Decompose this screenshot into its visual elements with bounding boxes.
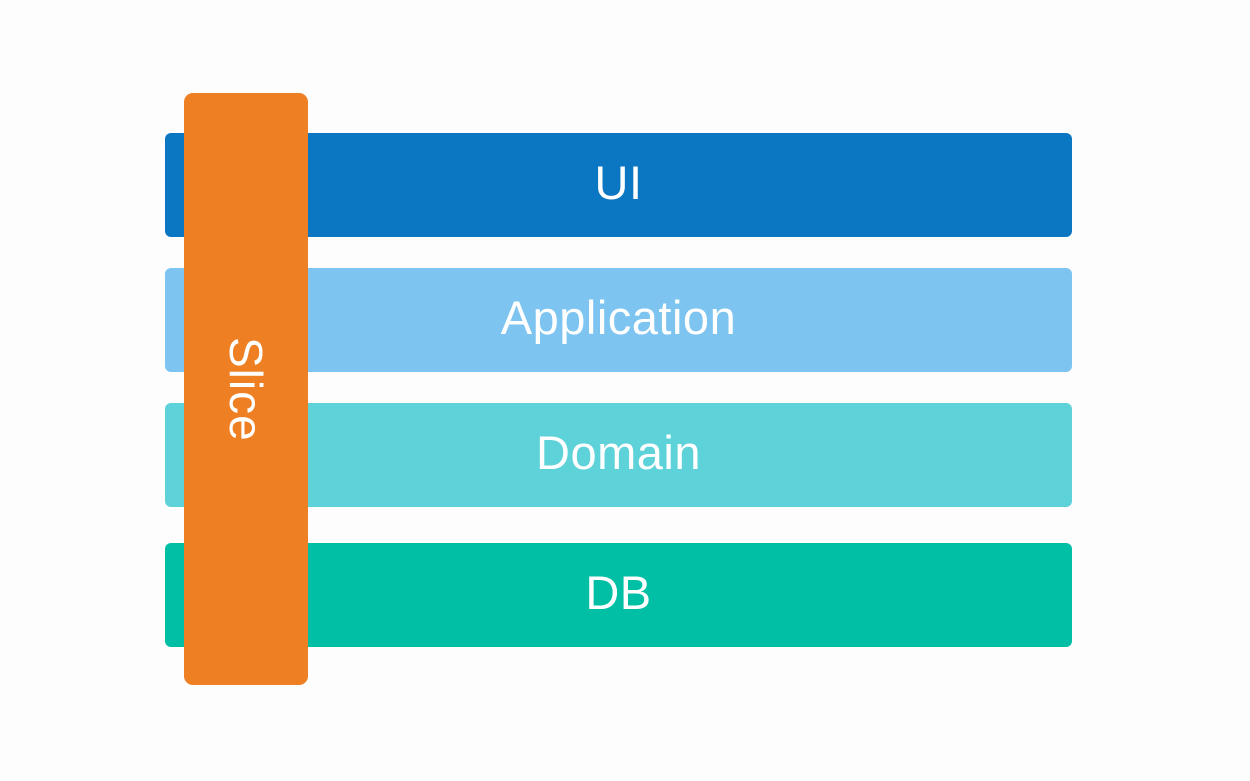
layer-label-db: DB (585, 565, 652, 619)
layer-label-application: Application (500, 290, 737, 344)
layer-bar-ui: UI (165, 133, 1072, 237)
layer-bar-application: Application (165, 268, 1072, 372)
layer-label-ui: UI (594, 155, 643, 209)
layer-bar-domain: Domain (165, 403, 1072, 507)
slice-vertical-bar: Slice (184, 93, 308, 685)
layer-bar-db: DB (165, 543, 1072, 647)
layer-label-domain: Domain (536, 425, 701, 479)
slice-label: Slice (220, 336, 272, 442)
